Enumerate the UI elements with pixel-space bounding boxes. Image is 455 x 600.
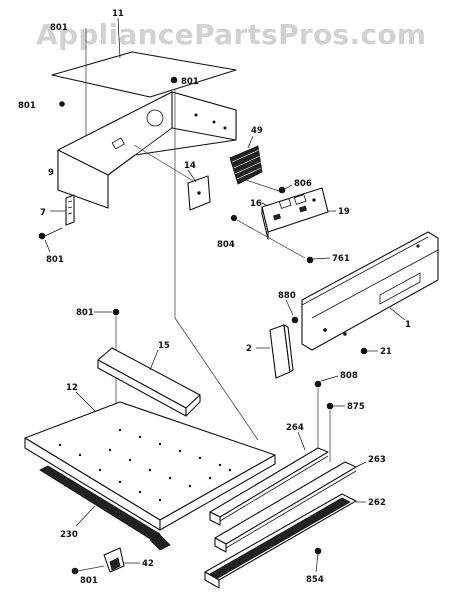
- callout-875: 875: [347, 402, 365, 412]
- callout-808: 808: [340, 371, 358, 381]
- callout-42: 42: [142, 559, 154, 569]
- callout-12: 12: [66, 383, 78, 393]
- part-21-screw: [360, 347, 378, 355]
- callout-16: 16: [250, 199, 262, 209]
- part-49-grille: [229, 135, 283, 193]
- callout-19: 19: [338, 207, 350, 217]
- callout-801-top: 801: [50, 23, 68, 33]
- screws-808-875: [314, 375, 345, 410]
- callout-761: 761: [332, 254, 350, 264]
- part-264-trim: [209, 388, 329, 526]
- callout-15: 15: [158, 341, 170, 351]
- part-15-rail: [97, 347, 201, 417]
- callout-14: 14: [184, 161, 196, 171]
- callout-801-mid: 801: [76, 308, 94, 318]
- callout-801-panel: 801: [181, 77, 199, 87]
- callout-806: 806: [294, 179, 312, 189]
- callout-801-bottom: 801: [80, 576, 98, 586]
- part-262-vent-rail: [204, 493, 366, 589]
- part-1-control-panel: [301, 231, 439, 351]
- part-12-base-plate: [24, 317, 276, 531]
- part-7-bracket: [50, 194, 75, 226]
- callout-21: 21: [380, 347, 392, 357]
- part-9-console-housing: [57, 90, 237, 318]
- callout-804: 804: [217, 240, 235, 250]
- callout-880: 880: [278, 291, 296, 301]
- callout-labels: 11 801 801 801 9 7 801 14 49 806 16 19 8…: [18, 9, 411, 586]
- callout-1: 1: [405, 320, 411, 330]
- part-263-trim: [214, 410, 367, 553]
- part-230-strip: [39, 465, 171, 551]
- callout-2: 2: [246, 344, 252, 354]
- watermark-text: AppliancePartsPros.com: [36, 18, 426, 51]
- callout-230: 230: [60, 530, 78, 540]
- part-2-side-trim: [256, 299, 299, 379]
- callout-9: 9: [48, 168, 54, 178]
- callout-7: 7: [40, 208, 46, 218]
- part-19-control-board: [261, 187, 336, 240]
- part-854-screw: [314, 547, 322, 573]
- part-14-plate: [187, 169, 211, 211]
- callout-262: 262: [368, 498, 386, 508]
- callout-11: 11: [112, 9, 124, 19]
- screws-upper: [38, 76, 331, 264]
- callout-263: 263: [368, 455, 386, 465]
- part-42-clip: [71, 547, 140, 575]
- callout-49: 49: [251, 126, 263, 136]
- callout-801-lower-left: 801: [46, 255, 64, 265]
- callout-854: 854: [306, 575, 324, 585]
- callout-801-left: 801: [18, 101, 36, 111]
- callout-264: 264: [286, 423, 304, 433]
- base-plate-holes: [58, 428, 232, 502]
